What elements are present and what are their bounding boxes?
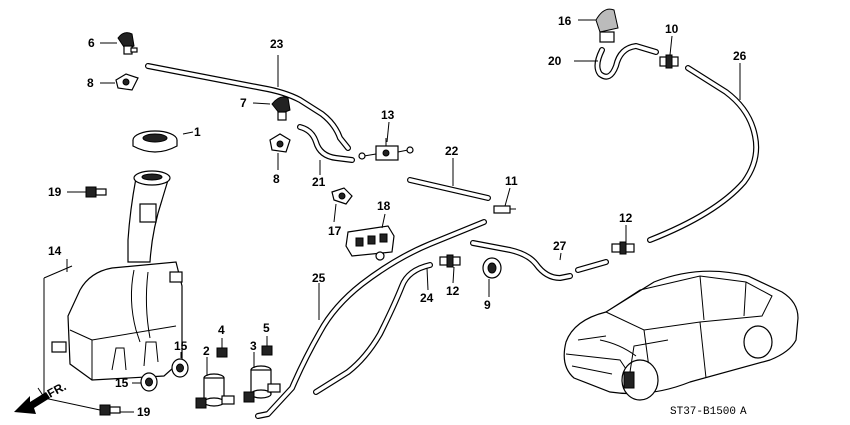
callout-19-upper: 19 [48,185,62,199]
callout-12-right: 12 [619,211,633,225]
callout-16: 16 [558,14,572,28]
bolt-19-lower [99,404,121,416]
grommet-15-upper [171,358,189,378]
rear-nozzle-16 [595,8,619,43]
clip-17 [331,187,353,205]
hose-21 [297,124,355,163]
callout-18: 18 [377,199,391,213]
callout-7: 7 [240,96,247,110]
callout-8-upper: 8 [87,76,94,90]
check-valve-12-left [439,254,461,268]
callout-12-left: 12 [446,284,460,298]
check-valve-10 [659,54,679,69]
joint-13 [358,138,414,161]
nozzle-7 [271,96,291,121]
seal-5 [261,345,273,356]
pipe-22 [407,177,491,201]
callout-20: 20 [548,54,562,68]
callout-4: 4 [218,323,225,337]
callout-8-lower: 8 [273,172,280,186]
check-valve-12-right [611,241,635,255]
diagram-code-suffix: A [740,406,747,418]
callout-5: 5 [263,321,270,335]
hose-27 [470,240,573,281]
callout-23: 23 [270,37,284,51]
callout-2: 2 [203,344,210,358]
callout-numbers: 6 8 1 7 8 23 21 13 22 11 17 18 19 14 12 … [48,14,747,419]
grommet-8-upper [115,73,139,91]
grommet-15-lower [140,372,158,392]
callout-15-lower: 15 [115,376,129,390]
hose-26 [647,65,760,243]
callout-26: 26 [733,49,747,63]
hose-27b [575,259,609,273]
washer-tank-14 [43,170,183,411]
leader-lines [66,19,741,413]
bracket-18 [345,225,395,261]
callout-15-upper: 15 [174,339,188,353]
callout-11: 11 [505,174,518,188]
washer-motor-3 [243,365,281,403]
callout-25: 25 [312,271,326,285]
hose-24 [313,262,433,395]
callout-21: 21 [312,175,326,189]
callout-14: 14 [48,244,62,258]
diagram-code: ST37-B1500 [670,406,736,418]
callout-19-lower: 19 [137,405,151,419]
grommet-8-lower [269,133,291,153]
callout-1: 1 [194,125,201,139]
seal-4 [216,347,228,358]
hose-25 [255,219,487,419]
hose-23 [145,63,351,151]
joint-11 [493,205,516,214]
callout-22: 22 [445,144,459,158]
bolt-19-upper [85,186,107,198]
callout-10: 10 [665,22,679,36]
callout-13: 13 [381,108,395,122]
tank-cap-1 [132,130,178,153]
callout-3: 3 [250,339,257,353]
hose-20 [594,43,659,80]
callout-17: 17 [328,224,342,238]
callout-27: 27 [553,239,567,253]
nozzle-6 [117,32,138,55]
callout-24: 24 [420,291,434,305]
callout-6: 6 [88,36,95,50]
washer-motor-2 [195,373,235,409]
car-illustration [563,270,799,401]
callout-9: 9 [484,298,491,312]
grommet-9 [482,257,502,279]
front-direction-arrow [14,387,50,414]
